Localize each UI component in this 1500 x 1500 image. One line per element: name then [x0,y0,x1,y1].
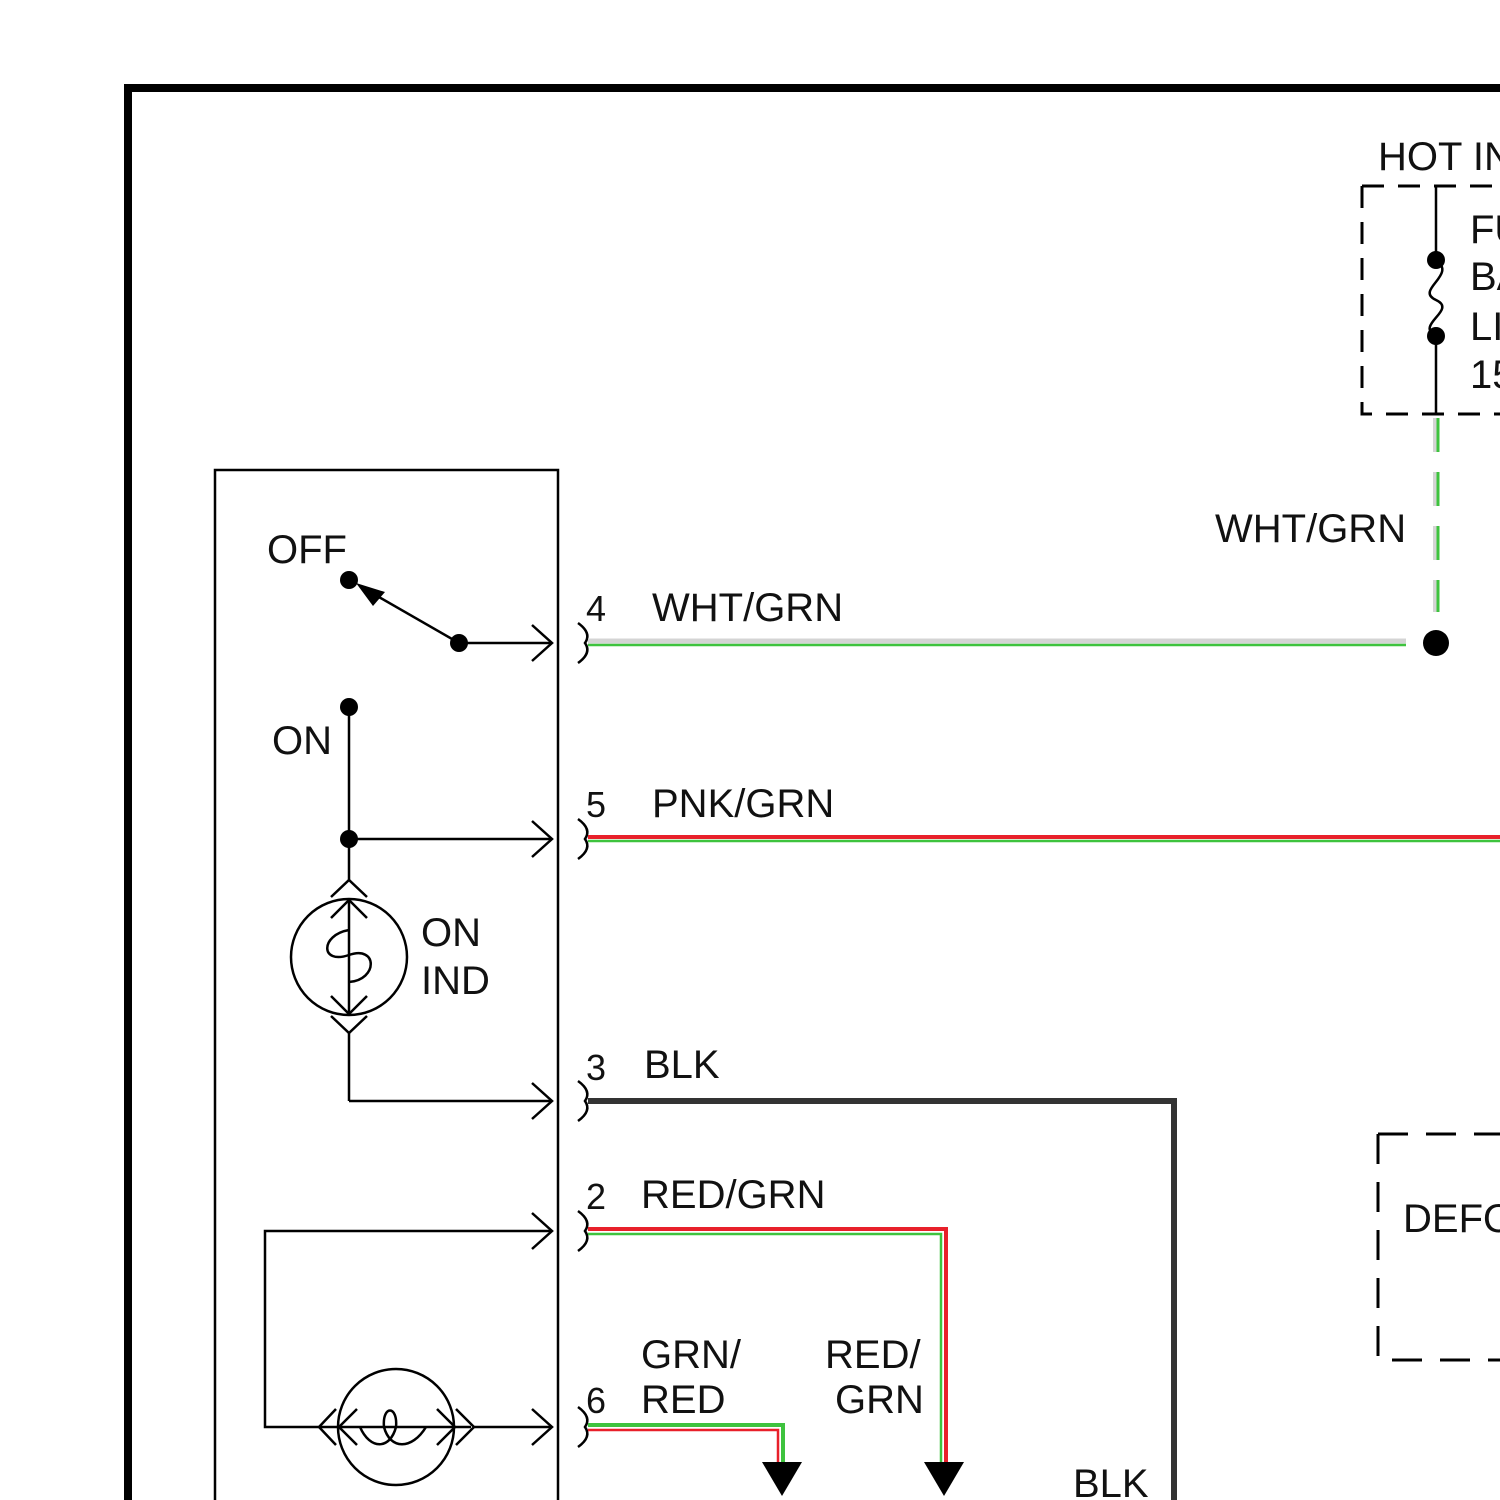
pin-5-wire-label: PNK/GRN [652,782,834,826]
pin-2-wire-label: RED/GRN [641,1173,825,1217]
connector-brackets [578,623,587,1447]
fuse-label-1: FU [1470,208,1500,252]
arrow-head-icon [356,583,385,606]
pin-3-number: 3 [586,1047,606,1088]
switch-body [215,470,558,1500]
wire-pin-3: 3 BLK BLK [586,1043,1174,1500]
fuse-label-3: LI [1470,305,1500,349]
on-contact: ON [272,698,552,881]
on-ind-label-1: ON [421,911,481,955]
pin-5-number: 5 [586,784,606,825]
off-contact: OFF [267,528,552,661]
defog-box: DEFO [1378,1134,1500,1360]
arrow-down-icon [924,1462,964,1496]
feed-wire: WHT/GRN [1215,418,1449,656]
on-ind-label-2: IND [421,959,490,1003]
feed-wire-label: WHT/GRN [1215,507,1406,551]
pin-2-number: 2 [586,1176,606,1217]
splice-dot [1423,630,1449,656]
wire-pin-5: 5 PNK/GRN [586,782,1500,841]
hot-in-label: HOT IN [1378,135,1500,179]
pin-4-wire-label: WHT/GRN [652,586,843,630]
on-label: ON [272,719,332,763]
grn-red-label-2: RED [641,1378,725,1422]
fuse-label-2: BA [1470,255,1500,299]
wire-pin-6: 6 GRN/ RED [586,1333,802,1496]
off-label: OFF [267,528,347,572]
arrow-down-icon [762,1462,802,1496]
fuse-label-4: 15 [1470,353,1500,397]
defog-label: DEFO [1403,1197,1500,1241]
pin-6-number: 6 [586,1380,606,1421]
illumination-lamp [265,1213,552,1485]
red-grn-label-1: RED/ [825,1333,921,1377]
fuse-icon [1430,260,1443,336]
wire-pin-4: 4 WHT/GRN [586,586,1406,645]
pin-4-number: 4 [586,588,606,629]
pin-3-wire-label: BLK [644,1043,720,1087]
blk-bottom-label: BLK [1073,1462,1149,1500]
hot-in-fuse-box: HOT IN FU BA LI 15 [1362,135,1500,414]
on-indicator-lamp: ON IND [291,880,552,1119]
red-grn-label-2: GRN [835,1378,924,1422]
grn-red-label-1: GRN/ [641,1333,742,1377]
